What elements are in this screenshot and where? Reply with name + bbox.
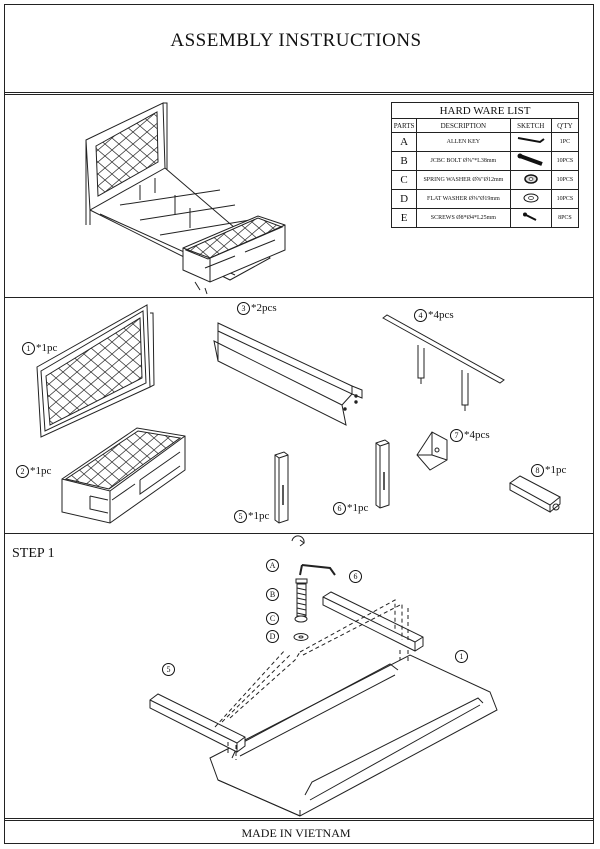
callout-c: C (266, 612, 280, 625)
footer-text: MADE IN VIETNAM (241, 826, 351, 840)
table-row: B JCBC BOLT Ø⅝"*L38mm 10PCS (390, 151, 580, 171)
footer-divider (4, 818, 593, 821)
section-divider-2 (4, 533, 593, 534)
assembled-bed-drawing (85, 102, 286, 295)
part-label-3: 3*2pcs (237, 302, 277, 315)
small-leg-part-drawing (509, 475, 561, 513)
section-divider-1 (4, 297, 593, 298)
leg-5-part-drawing (274, 451, 289, 524)
callout-part-6: 6 (349, 570, 363, 583)
part-label-7: 7*4pcs (450, 429, 490, 442)
part-label-6: 6*1pc (333, 502, 368, 515)
footboard-bench-part-drawing (61, 427, 186, 524)
page-frame (4, 4, 594, 844)
center-support-part-drawing (382, 314, 505, 411)
leg-6-part-drawing (375, 439, 390, 509)
callout-b: B (266, 588, 280, 601)
part-label-4: 4*4pcs (414, 309, 454, 322)
hardware-list-table: HARD WARE LIST PARTS DESCRIPTION SKETCH … (390, 102, 580, 228)
table-row: E SCREWS Ø8*Ø4*L25mm 8PCS (390, 208, 580, 228)
corner-bracket-part-drawing (416, 431, 448, 471)
title-divider (4, 92, 593, 95)
part-label-5: 5*1pc (234, 510, 269, 523)
flat-washer-sketch (509, 189, 552, 209)
part-label-2: 2*1pc (16, 465, 51, 478)
step1-diagram (149, 535, 498, 817)
part-label-8: 8*1pc (531, 464, 566, 477)
part-description: SCREWS Ø8*Ø4*L25mm (416, 208, 511, 228)
headboard-part-drawing (36, 304, 155, 438)
part-qty: 10PCS (550, 189, 580, 209)
side-rail-part-drawing (213, 322, 363, 426)
callout-a: A (266, 559, 280, 572)
callout-part-5: 5 (162, 663, 176, 676)
part-label-1: 1*1pc (22, 342, 57, 355)
step-label: STEP 1 (12, 546, 55, 561)
table-row: C SPRING WASHER Ø⅝"Ø12mm 10PCS (390, 170, 580, 190)
part-letter: E (390, 208, 418, 228)
table-row: A ALLEN KEY 1PC (390, 132, 580, 152)
callout-d: D (266, 630, 280, 643)
table-row: D FLAT WASHER Ø⅝"Ø19mm 10PCS (390, 189, 580, 209)
page-title: ASSEMBLY INSTRUCTIONS (170, 30, 422, 51)
callout-part-1: 1 (455, 650, 469, 663)
part-letter: C (390, 170, 418, 190)
part-qty: 8PCS (550, 208, 580, 228)
